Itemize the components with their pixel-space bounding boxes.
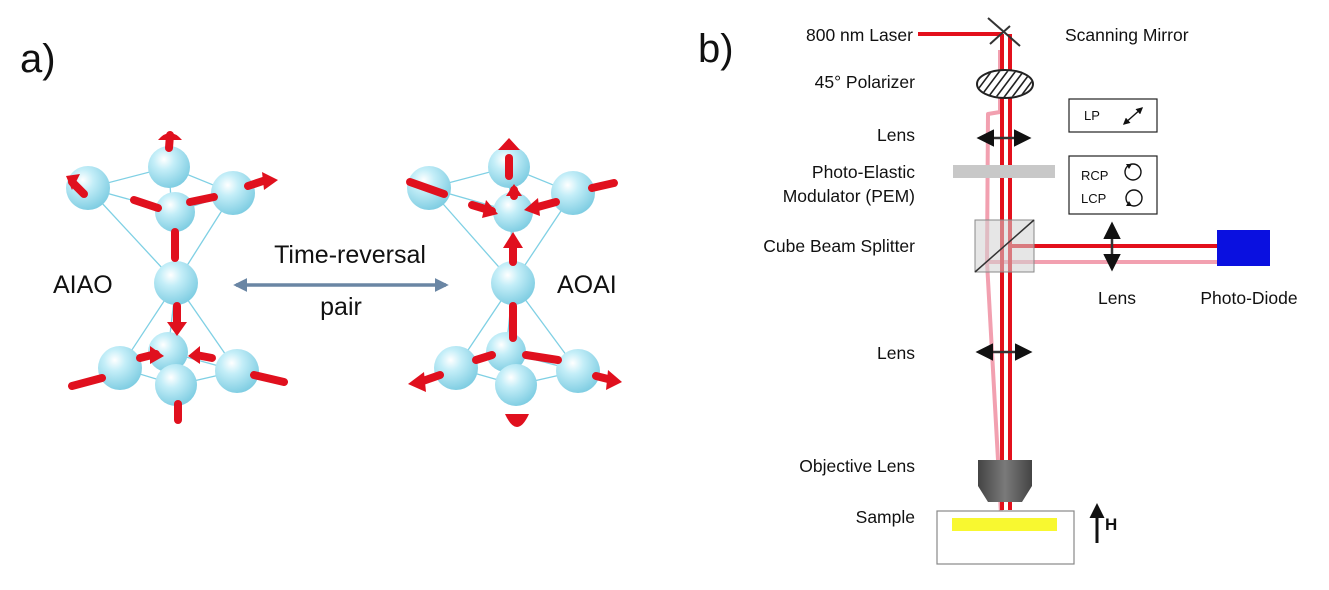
- atom: [155, 192, 195, 232]
- atom: [493, 192, 533, 232]
- lp-label: LP: [1084, 108, 1100, 123]
- spin-arrow: [588, 179, 618, 192]
- photodiode-label: Photo-Diode: [1200, 288, 1297, 308]
- atom: [434, 346, 478, 390]
- panel-b-letter: b): [698, 27, 734, 71]
- spin-arrow: [186, 193, 218, 206]
- spin-arrow: [130, 196, 162, 212]
- spin-arrow: [406, 178, 448, 198]
- pem-label-line2: Modulator (PEM): [783, 186, 915, 206]
- rcp-circle-icon: [1124, 163, 1142, 181]
- spin-arrow: [522, 351, 562, 364]
- pem-plate: [953, 165, 1055, 178]
- panel-b: b) Scanning Mirror 800 nm Laser: [698, 17, 1298, 565]
- atom: [486, 332, 526, 372]
- atom: [495, 364, 537, 406]
- circular-polarization-box: RCP LCP: [1068, 155, 1158, 215]
- aoai-label: AOAI: [557, 271, 617, 299]
- atom: [551, 171, 595, 215]
- sample-label: Sample: [856, 507, 915, 527]
- objective-label: Objective Lens: [799, 456, 915, 476]
- aiao-atoms: [66, 146, 259, 406]
- panel-a: a): [20, 37, 622, 427]
- panel-a-letter: a): [20, 37, 56, 81]
- lp-arrow-icon: [1122, 107, 1144, 125]
- photodiode: [1217, 230, 1270, 266]
- polarizer-label: 45° Polarizer: [815, 72, 916, 92]
- scanning-mirror-label: Scanning Mirror: [1065, 25, 1189, 45]
- lens-mid-label: Lens: [877, 343, 915, 363]
- time-reversal-label: Time-reversal: [274, 241, 426, 269]
- aiao-structure: AIAO: [53, 131, 288, 424]
- atom: [556, 349, 600, 393]
- aoai-atoms: [407, 146, 600, 406]
- lcp-circle-icon: [1125, 189, 1143, 207]
- lp-box: LP: [1068, 98, 1158, 133]
- objective-lens: [978, 460, 1032, 502]
- pair-label: pair: [320, 293, 362, 321]
- lens-side-label: Lens: [1098, 288, 1136, 308]
- atom: [491, 261, 535, 305]
- scanning-mirror: [987, 17, 1021, 47]
- atom: [148, 146, 190, 188]
- aoai-structure: AOAI: [406, 138, 622, 427]
- beam-splitter-label: Cube Beam Splitter: [763, 236, 915, 256]
- field-label: H: [1105, 515, 1117, 534]
- spin-arrow: [472, 351, 496, 364]
- cube-beam-splitter: [974, 219, 1035, 273]
- laser-label: 800 nm Laser: [806, 25, 913, 45]
- lens-top-label: Lens: [877, 125, 915, 145]
- polarizer: [976, 69, 1034, 99]
- aiao-label: AIAO: [53, 271, 113, 299]
- atom: [215, 349, 259, 393]
- rcp-label: RCP: [1081, 168, 1108, 183]
- atom: [148, 332, 188, 372]
- aoai-spin-arrows: [406, 138, 622, 427]
- atom: [154, 261, 198, 305]
- atom: [211, 171, 255, 215]
- spin-arrow: [250, 371, 288, 386]
- spin-arrow: [68, 374, 106, 390]
- lcp-label: LCP: [1081, 191, 1106, 206]
- pem-label-line1: Photo-Elastic: [812, 162, 915, 182]
- aiao-spin-arrows: [66, 131, 288, 424]
- sample: [936, 510, 1075, 565]
- atom: [98, 346, 142, 390]
- atom: [155, 364, 197, 406]
